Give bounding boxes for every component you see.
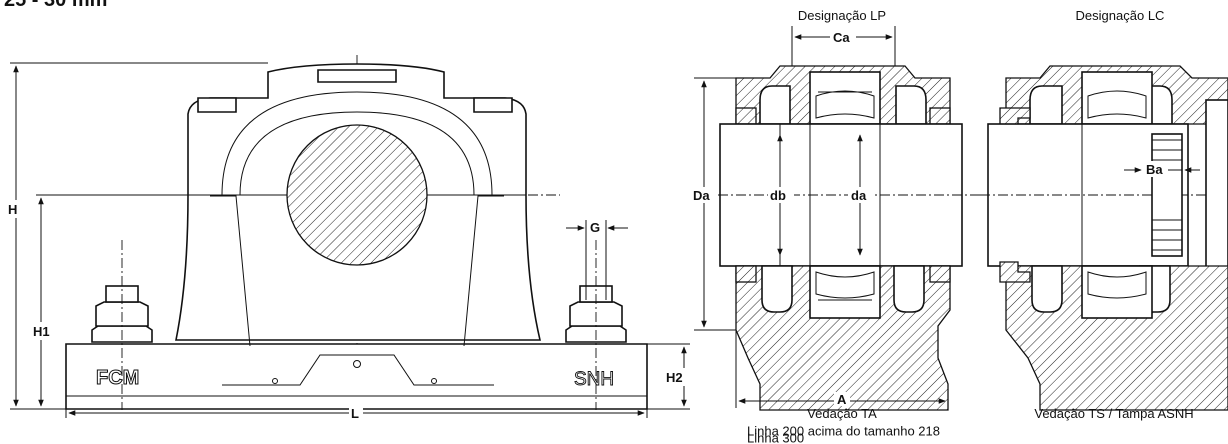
dimension-H-label: H: [8, 202, 17, 217]
housing-brand-mark: FCM: [96, 367, 139, 389]
shaft-section: [286, 124, 428, 266]
left-foot-bolt: [91, 240, 153, 410]
section-lp-note-2: Linha 300: [747, 431, 804, 444]
dimension-H2-label: H2: [666, 370, 683, 385]
dimension-Da-label: Da: [693, 188, 710, 203]
section-lc-seal-caption: Vedação TS / Tampa ASNH: [1034, 406, 1193, 421]
dimension-da-label: da: [851, 188, 867, 203]
section-lp-note-1: Linha 200 acima do tamanho 218: [747, 424, 940, 439]
section-lp-title: Designação LP: [798, 8, 886, 23]
section-lc-view: Designação LC Ba Vedação TS / Tampa ASNH: [980, 8, 1228, 421]
dimension-L-label: L: [351, 406, 359, 421]
housing-model-mark: SNH: [574, 369, 614, 390]
section-lc-title: Designação LC: [1076, 8, 1165, 23]
dimension-db-label: db: [770, 188, 786, 203]
dimension-G-label: G: [590, 220, 600, 235]
dimension-Ba-label: Ba: [1146, 162, 1163, 177]
right-foot-bolt: [565, 240, 627, 410]
section-lp-seal-caption: Vedação TA: [807, 406, 877, 421]
dimension-Ca-label: Ca: [833, 30, 850, 45]
section-lp-view: Designação LP Ca: [692, 8, 980, 444]
dimension-H1-label: H1: [33, 324, 50, 339]
dimension-A-label: A: [837, 392, 847, 407]
housing-front-view: FCM SNH H H1 H2 L G: [6, 55, 690, 422]
page-title-fragment: 25 - 30 mm: [4, 0, 107, 11]
